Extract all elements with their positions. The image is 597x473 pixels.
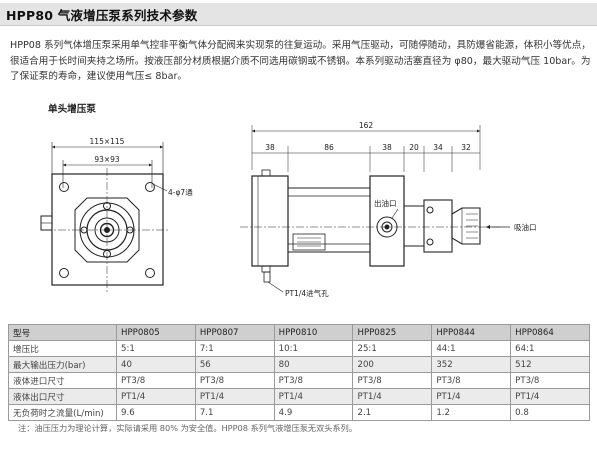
table-row: 增压比 5:1 7:1 10:1 25:1 44:1 64:1 (8, 340, 590, 357)
front-view (40, 142, 170, 294)
dim-inner-label: 93×93 (94, 155, 120, 164)
table-cell: PT3/8 (510, 372, 590, 389)
table-cell: 4.9 (273, 404, 354, 421)
table-cell: PT3/8 (431, 372, 512, 389)
header-cell: HPP0844 (431, 324, 512, 341)
air-port-label: PT1/4进气孔 (285, 288, 329, 298)
suction-label: 吸油口 (514, 222, 537, 232)
table-cell: 25:1 (352, 340, 433, 357)
header-cell: HPP0805 (116, 324, 196, 341)
table-row: 无负荷时之流量(L/min) 9.6 7.1 4.9 2.1 1.2 0.8 (8, 404, 590, 421)
table-cell: 352 (431, 356, 512, 373)
table-cell: 80 (273, 356, 354, 373)
table-cell: 2.1 (352, 404, 433, 421)
dim-label-1: 38 (265, 143, 275, 152)
table-cell: 液体出口尺寸 (8, 388, 117, 405)
dim-label-6: 32 (461, 143, 471, 152)
table-header-row: 型号 HPP0805 HPP0807 HPP0810 HPP0825 HPP08… (8, 324, 590, 341)
table-cell: 40 (116, 356, 196, 373)
table-row: 液体出口尺寸 PT1/4 PT1/4 PT1/4 PT1/4 PT1/4 PT1… (8, 388, 590, 405)
table-cell: PT1/4 (510, 388, 590, 405)
header-cell: HPP0825 (352, 324, 433, 341)
dim-label-5: 34 (433, 143, 443, 152)
table-cell: 5:1 (116, 340, 196, 357)
table-cell: 64:1 (510, 340, 590, 357)
table-cell: PT1/4 (116, 388, 196, 405)
table-cell: PT1/4 (273, 388, 354, 405)
header-cell: HPP0807 (194, 324, 275, 341)
dim-label-3: 38 (382, 143, 392, 152)
header-cell: 型号 (8, 324, 117, 341)
table-row: 最大输出压力(bar) 40 56 80 200 352 512 (8, 356, 590, 373)
table-cell: 7.1 (194, 404, 275, 421)
dim-outer-label: 115×115 (90, 137, 125, 146)
section-subtitle: 单头增压泵 (48, 104, 96, 115)
table-cell: PT1/4 (431, 388, 512, 405)
footnote: 注：油压压力为理论计算，实际请采用 80% 为安全值。HPP08 系列气液增压泵… (18, 423, 358, 433)
table-cell: 0.8 (510, 404, 590, 421)
dim-label-2: 86 (324, 143, 334, 152)
header-cell: HPP0810 (273, 324, 354, 341)
dim-total-label: 162 (359, 121, 374, 130)
title-bar: HPP80 气液增压泵系列技术参数 (0, 3, 597, 26)
table-cell: 最大输出压力(bar) (8, 356, 117, 373)
table-cell: 增压比 (8, 340, 117, 357)
table-cell: PT3/8 (116, 372, 196, 389)
table-cell: 10:1 (273, 340, 354, 357)
table-cell: 无负荷时之流量(L/min) (8, 404, 117, 421)
table-cell: PT1/4 (352, 388, 433, 405)
table-cell: 7:1 (194, 340, 275, 357)
side-view (240, 125, 510, 293)
table-cell: 200 (352, 356, 433, 373)
holes-label: 4-φ7通 (168, 187, 193, 197)
table-cell: PT3/8 (273, 372, 354, 389)
table-row: 液体进口尺寸 PT3/8 PT3/8 PT3/8 PT3/8 PT3/8 PT3… (8, 372, 590, 389)
table-cell: PT3/8 (194, 372, 275, 389)
technical-drawing: 115×115 93×93 4-φ7通 (40, 121, 537, 298)
table-cell: PT3/8 (352, 372, 433, 389)
dim-label-4: 20 (409, 143, 419, 152)
page-title: HPP80 气液增压泵系列技术参数 (6, 8, 198, 23)
table-cell: 9.6 (116, 404, 196, 421)
header-cell: HPP0864 (510, 324, 590, 341)
table-cell: 56 (194, 356, 275, 373)
table-cell: 1.2 (431, 404, 512, 421)
outlet-label: 出油口 (374, 198, 397, 208)
table-cell: 44:1 (431, 340, 512, 357)
spec-table: 型号 HPP0805 HPP0807 HPP0810 HPP0825 HPP08… (8, 324, 590, 421)
intro-paragraph: HPP08 系列气体增压泵采用单气控非平衡气体分配阀来实现泵的往复运动。采用气压… (10, 40, 591, 82)
table-cell: 液体进口尺寸 (8, 372, 117, 389)
table-cell: 512 (510, 356, 590, 373)
table-cell: PT1/4 (194, 388, 275, 405)
